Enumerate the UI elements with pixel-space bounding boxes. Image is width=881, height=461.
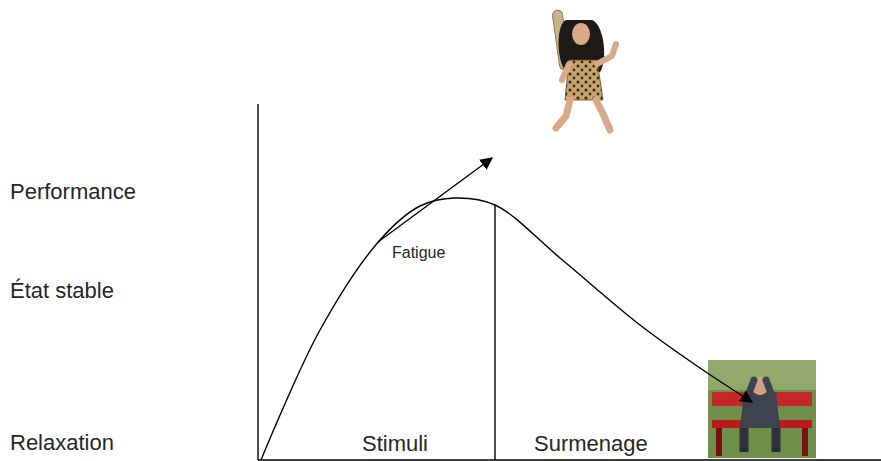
y-axis [257,104,258,460]
zone-label: Surmenage [534,431,648,456]
bench-picture [708,360,816,458]
axis-label: État stable [10,278,114,303]
zone-label: Stimuli [362,431,428,456]
x-axis [258,459,881,460]
performance-curve [261,198,752,460]
performance-graph [258,104,881,460]
zone-divider [494,205,495,460]
axis-label: Performance [10,179,136,204]
tangent-arrow [378,158,492,242]
caveman-picture [540,3,628,137]
axis-label: Relaxation [10,430,114,455]
zone-label: Fatigue [392,244,445,262]
